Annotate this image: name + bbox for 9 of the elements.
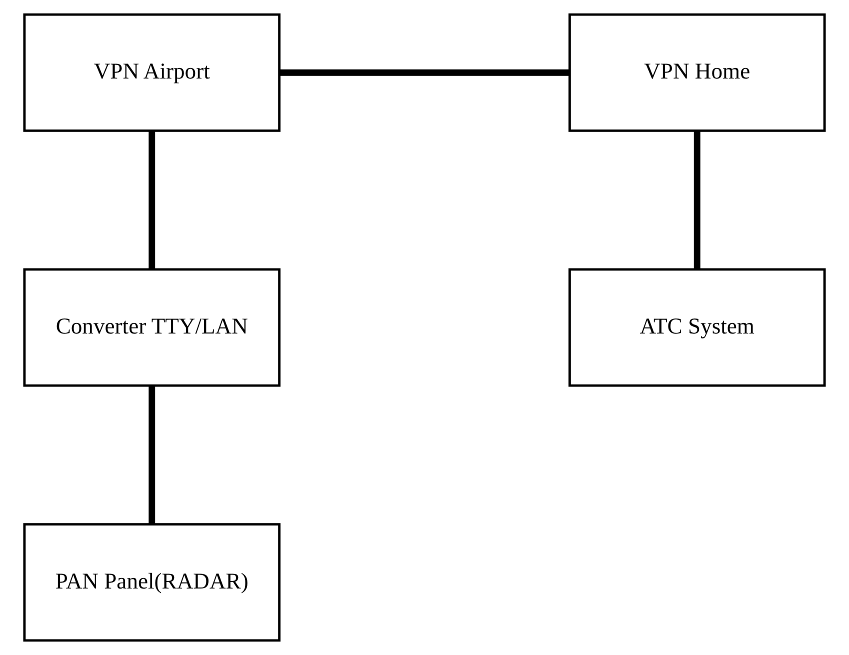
node-box: ATC System — [568, 268, 826, 387]
node-box: VPN Home — [568, 13, 826, 132]
connector — [694, 130, 700, 270]
node-box: PAN Panel(RADAR) — [23, 523, 281, 642]
node-box: Converter TTY/LAN — [23, 268, 281, 387]
connector — [280, 69, 570, 76]
connector — [148, 130, 156, 270]
connector — [148, 386, 156, 524]
node-box: VPN Airport — [23, 13, 281, 132]
